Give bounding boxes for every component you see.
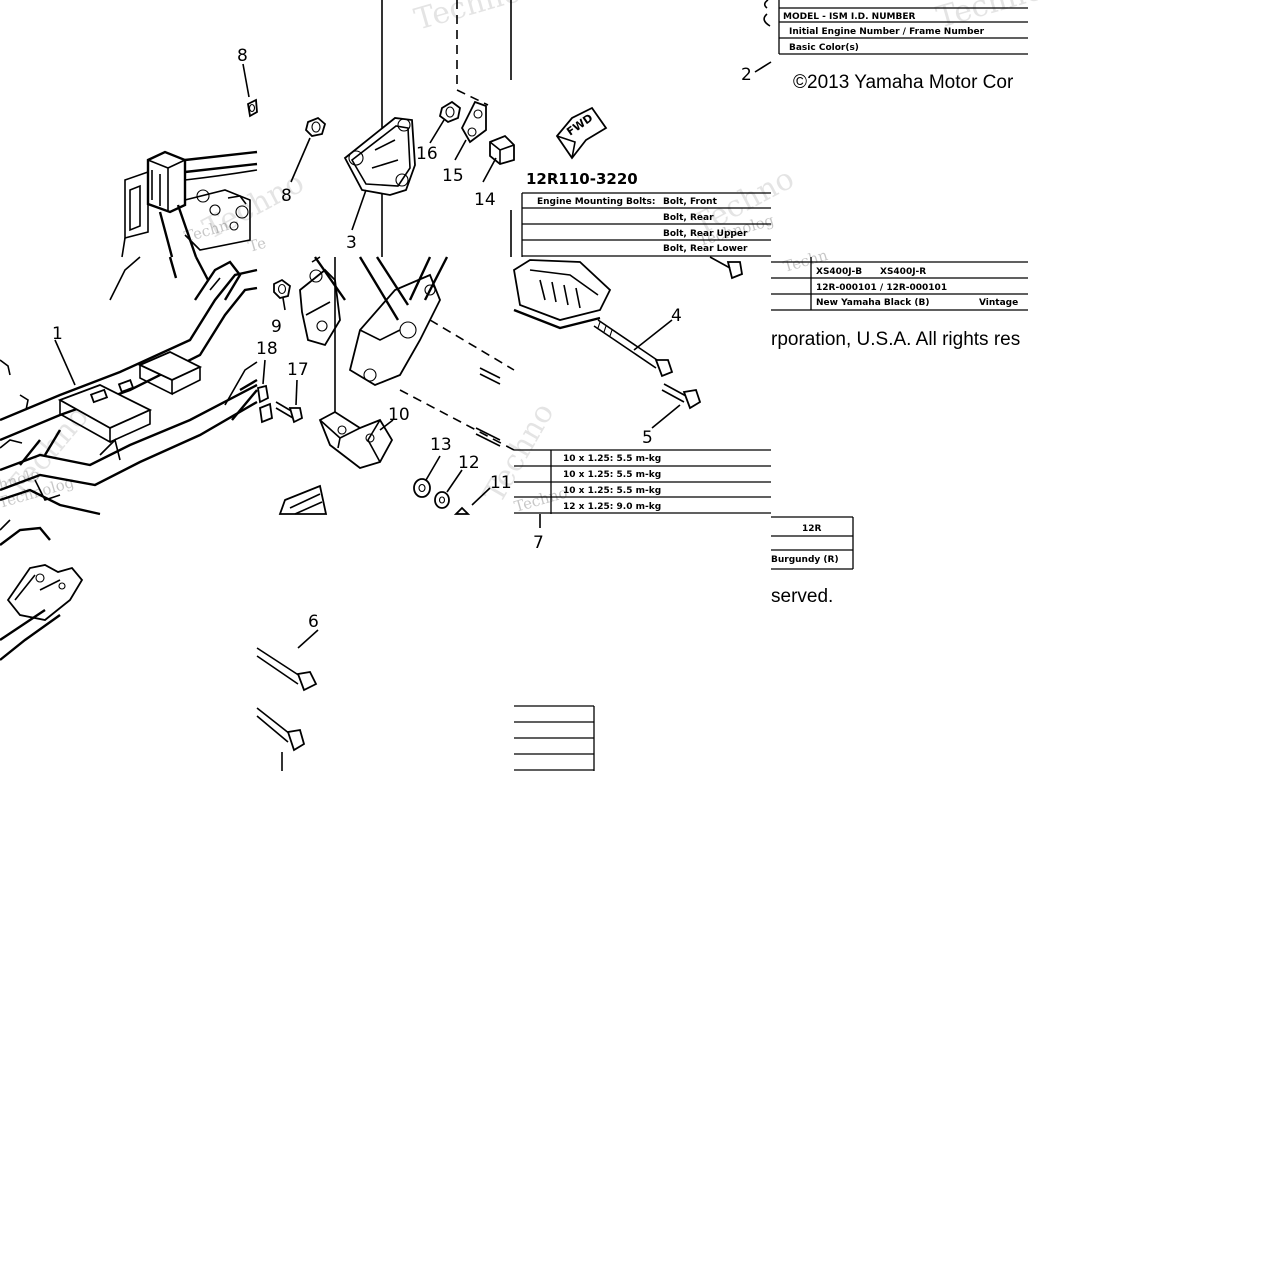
washer-part-13 xyxy=(413,478,431,498)
damper-part-14 xyxy=(489,134,515,165)
model-table-bottom: 12R Burgundy (R) xyxy=(771,516,854,570)
torque-bolt-name: Bolt, Rear Lower xyxy=(663,244,748,254)
plate-part-15 xyxy=(460,100,487,144)
model-table-engine-label: Initial Engine Number / Frame Number xyxy=(789,27,985,37)
callout-12: 12 xyxy=(458,453,480,473)
engine-mount-rear xyxy=(273,256,515,515)
engine-bracket-lower xyxy=(513,256,744,429)
callout-8: 8 xyxy=(281,186,292,206)
copyright-line-3: served. xyxy=(771,586,833,607)
torque-bolt-name: Bolt, Rear Upper xyxy=(663,229,748,239)
nut-part-18 xyxy=(256,384,273,424)
callout-6: 6 xyxy=(308,612,319,632)
watermark-text: Te xyxy=(246,234,268,256)
callout-18: 18 xyxy=(256,339,278,359)
torque-spec: 10 x 1.25: 5.5 m-kg xyxy=(563,470,661,480)
bolt-part-4 xyxy=(593,319,674,378)
callout-5: 5 xyxy=(642,428,653,448)
model-b-label: XS400J-B xyxy=(816,267,862,277)
id-numbers: 12R-000101 / 12R-000101 xyxy=(816,283,947,293)
color-burgundy: Burgundy (R) xyxy=(771,555,839,565)
torque-table: Engine Mounting Bolts: Bolt, Front Bolt,… xyxy=(521,192,771,257)
engine-bracket-upper xyxy=(290,0,515,257)
callout-7: 7 xyxy=(533,533,544,553)
callout-3: 3 xyxy=(346,233,357,253)
main-frame-drawing xyxy=(0,256,258,516)
torque-header: Engine Mounting Bolts: xyxy=(537,197,655,207)
table-stub xyxy=(514,705,595,771)
frame-head-drawing xyxy=(121,63,258,258)
bolt-part-5 xyxy=(661,383,702,410)
callout-8: 8 xyxy=(237,46,248,66)
color-black: New Yamaha Black (B) xyxy=(816,298,929,308)
model-table-top: MODEL - ISM I.D. NUMBER Initial Engine N… xyxy=(763,0,1028,55)
model-r-label: XS400J-R xyxy=(880,267,926,277)
torque-spec: 10 x 1.25: 5.5 m-kg xyxy=(563,486,661,496)
callout-14: 14 xyxy=(474,190,496,210)
copyright-line-2: rporation, U.S.A. All rights res xyxy=(771,329,1020,350)
torque-spec-table: 10 x 1.25: 5.5 m-kg 10 x 1.25: 5.5 m-kg … xyxy=(514,449,771,514)
nut-part-9 xyxy=(273,278,291,299)
color-vintage: Vintage xyxy=(979,298,1018,308)
torque-bolt-name: Bolt, Front xyxy=(663,197,718,207)
watermark-text: Techno xyxy=(512,484,569,516)
callout-17: 17 xyxy=(287,360,309,380)
bolt-part-6 xyxy=(256,629,319,692)
callout-9: 9 xyxy=(271,317,282,337)
nut-part-8 xyxy=(305,116,327,137)
torque-spec: 10 x 1.25: 5.5 m-kg xyxy=(563,454,661,464)
nut-part-8 xyxy=(247,98,258,118)
callout-1: 1 xyxy=(52,324,63,344)
torque-bolt-name: Bolt, Rear xyxy=(663,213,714,223)
copyright-line-1: ©2013 Yamaha Motor Cor xyxy=(793,72,1014,93)
frame-tail-drawing xyxy=(0,519,84,661)
bolt-part-7 xyxy=(256,707,306,771)
watermark-text: Techno xyxy=(411,0,525,38)
callout-11: 11 xyxy=(490,473,512,493)
fwd-arrow: FWD xyxy=(555,106,608,160)
torque-spec: 12 x 1.25: 9.0 m-kg xyxy=(563,502,661,512)
model-table-middle: XS400J-B XS400J-R 12R-000101 / 12R-00010… xyxy=(771,257,1028,311)
callout-layer: 1 2 3 4 5 6 7 8 8 9 10 11 12 13 14 15 16… xyxy=(52,46,752,632)
washer-part-12 xyxy=(434,491,450,509)
callout-15: 15 xyxy=(442,166,464,186)
collar-part-16 xyxy=(438,100,461,124)
callout-13: 13 xyxy=(430,435,452,455)
model-table-color-label: Basic Color(s) xyxy=(789,43,859,53)
callout-2: 2 xyxy=(741,65,752,85)
callout-4: 4 xyxy=(671,306,682,326)
callout-10: 10 xyxy=(388,405,410,425)
model-code: 12R xyxy=(802,524,822,534)
bolt-part-17 xyxy=(275,401,304,424)
part-code: 12R110-3220 xyxy=(526,170,638,188)
callout-16: 16 xyxy=(416,144,438,164)
model-table-header: MODEL - ISM I.D. NUMBER xyxy=(783,12,915,22)
